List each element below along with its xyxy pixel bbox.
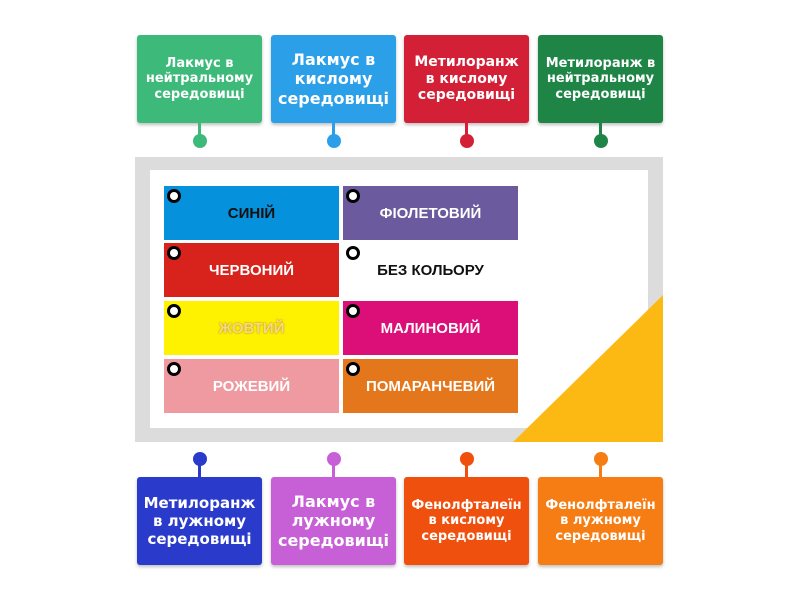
bottom-label-text: Фенолфталеїн в лужному середовищі — [545, 497, 656, 544]
color-cell: ФІОЛЕТОВИЙ — [343, 186, 518, 240]
pin-anchor[interactable] — [327, 452, 341, 466]
pin-anchor[interactable] — [460, 134, 474, 148]
pin-anchor[interactable] — [193, 134, 207, 148]
pin-line — [332, 465, 335, 477]
drop-target-hotspot[interactable] — [167, 304, 181, 318]
top-label-1[interactable]: Лакмус в нейтральному середовищі — [137, 35, 262, 123]
top-label-3[interactable]: Метилоранж в кислому середовищі — [404, 35, 529, 123]
bottom-label-text: Метилоранж в лужному середовищі — [143, 494, 256, 548]
pin-line — [599, 465, 602, 477]
drop-target-hotspot[interactable] — [346, 362, 360, 376]
top-label-4[interactable]: Метилоранж в нейтральному середовищі — [538, 35, 663, 123]
drop-target-hotspot[interactable] — [167, 246, 181, 260]
color-cell: МАЛИНОВИЙ — [343, 301, 518, 355]
color-cell-label: БЕЗ КОЛЬОРУ — [377, 261, 484, 279]
pin-anchor[interactable] — [594, 134, 608, 148]
color-cell-label: МАЛИНОВИЙ — [380, 319, 481, 337]
bottom-label-text: Фенолфталеїн в кислому середовищі — [411, 497, 522, 544]
drop-target-hotspot[interactable] — [167, 189, 181, 203]
color-cell-label: РОЖЕВИЙ — [212, 377, 291, 395]
drop-target-hotspot[interactable] — [346, 189, 360, 203]
top-label-2[interactable]: Лакмус в кислому середовищі — [271, 35, 396, 123]
top-label-text: Лакмус в кислому середовищі — [277, 50, 390, 108]
bottom-label-4[interactable]: Фенолфталеїн в лужному середовищі — [538, 477, 663, 565]
pin-anchor[interactable] — [594, 452, 608, 466]
pin-line — [332, 123, 335, 135]
color-cell-label: СИНІЙ — [227, 204, 276, 222]
color-cell: ЖОВТИЙ — [164, 301, 339, 355]
top-label-text: Метилоранж в кислому середовищі — [414, 53, 519, 104]
drop-target-hotspot[interactable] — [346, 246, 360, 260]
pin-anchor[interactable] — [193, 452, 207, 466]
pin-line — [599, 123, 602, 135]
pin-line — [465, 465, 468, 477]
color-cell-label: ЧЕРВОНИЙ — [208, 261, 295, 279]
top-label-text: Метилоранж в нейтральному середовищі — [545, 55, 656, 102]
color-cell-label: ЖОВТИЙ — [218, 319, 285, 337]
color-cell: ПОМАРАНЧЕВИЙ — [343, 359, 518, 413]
drop-target-hotspot[interactable] — [167, 362, 181, 376]
pin-line — [465, 123, 468, 135]
pin-anchor[interactable] — [327, 134, 341, 148]
pin-line — [198, 123, 201, 135]
drop-target-hotspot[interactable] — [346, 304, 360, 318]
pin-line — [198, 465, 201, 477]
bottom-label-text: Лакмус в лужному середовищі — [277, 492, 390, 550]
bottom-label-1[interactable]: Метилоранж в лужному середовищі — [137, 477, 262, 565]
color-cell: ЧЕРВОНИЙ — [164, 243, 339, 297]
color-cell-label: ФІОЛЕТОВИЙ — [379, 204, 482, 222]
bottom-label-3[interactable]: Фенолфталеїн в кислому середовищі — [404, 477, 529, 565]
color-cell: РОЖЕВИЙ — [164, 359, 339, 413]
pin-anchor[interactable] — [460, 452, 474, 466]
color-cell-label: ПОМАРАНЧЕВИЙ — [365, 377, 496, 395]
color-cell: СИНІЙ — [164, 186, 339, 240]
color-cell: БЕЗ КОЛЬОРУ — [343, 243, 518, 297]
bottom-label-2[interactable]: Лакмус в лужному середовищі — [271, 477, 396, 565]
top-label-text: Лакмус в нейтральному середовищі — [145, 55, 254, 102]
